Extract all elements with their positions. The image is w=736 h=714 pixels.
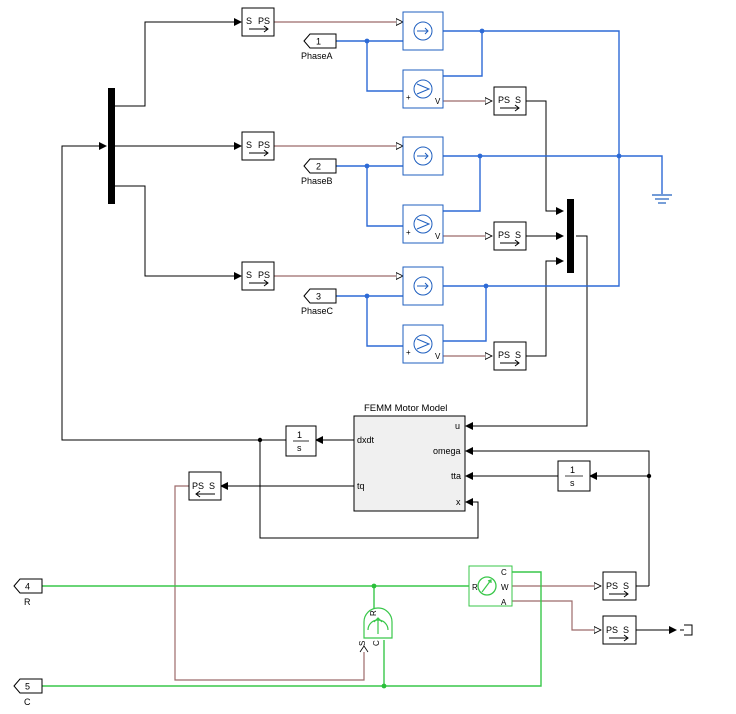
svg-text:S: S bbox=[246, 140, 252, 150]
pss-converter-a[interactable]: PS S bbox=[493, 86, 527, 116]
inport-phasea[interactable]: 1 PhaseA bbox=[301, 33, 337, 61]
svg-text:R: R bbox=[24, 597, 31, 607]
electrical-wires bbox=[336, 28, 663, 347]
svg-text:C: C bbox=[24, 697, 31, 707]
sps-converter-c[interactable]: S PS bbox=[241, 261, 275, 291]
svg-text:1: 1 bbox=[316, 37, 321, 47]
svg-text:R: R bbox=[369, 610, 378, 616]
inport-phaseb[interactable]: 2 PhaseB bbox=[301, 158, 337, 186]
svg-text:S: S bbox=[515, 230, 521, 240]
svg-text:PS: PS bbox=[258, 16, 270, 26]
svg-text:S: S bbox=[246, 16, 252, 26]
svg-text:4: 4 bbox=[25, 582, 30, 592]
svg-text:PS: PS bbox=[258, 140, 270, 150]
demux-block[interactable] bbox=[108, 88, 115, 204]
svg-text:2: 2 bbox=[316, 162, 321, 172]
integrator-dxdt[interactable]: 1 s bbox=[285, 425, 317, 457]
svg-text:+: + bbox=[406, 348, 411, 357]
pss-converter-tq[interactable]: PS S bbox=[188, 471, 222, 501]
svg-text:V: V bbox=[435, 232, 441, 241]
svg-text:u: u bbox=[455, 421, 460, 431]
svg-text:A: A bbox=[501, 598, 507, 607]
svg-text:1: 1 bbox=[570, 465, 575, 475]
torque-source[interactable]: R C S bbox=[358, 607, 393, 653]
svg-text:W: W bbox=[501, 583, 509, 592]
femm-motor-model[interactable]: FEMM Motor Model dxdt tq u omega tta x bbox=[353, 403, 466, 512]
svg-text:PS: PS bbox=[606, 581, 618, 591]
rotational-wires bbox=[42, 571, 542, 689]
svg-text:3: 3 bbox=[316, 292, 321, 302]
svg-text:PS: PS bbox=[498, 230, 510, 240]
svg-text:C: C bbox=[501, 568, 507, 577]
svg-text:+: + bbox=[406, 93, 411, 102]
svg-text:tq: tq bbox=[357, 481, 365, 491]
terminator-block[interactable] bbox=[680, 624, 693, 636]
current-source-a[interactable] bbox=[402, 11, 444, 51]
svg-text:x: x bbox=[456, 497, 461, 507]
voltage-sensor-c[interactable]: + V bbox=[402, 324, 444, 364]
pss-converter-c[interactable]: PS S bbox=[493, 341, 527, 371]
svg-text:5: 5 bbox=[25, 682, 30, 692]
svg-text:tta: tta bbox=[451, 471, 461, 481]
mux-block[interactable] bbox=[567, 199, 574, 273]
pss-converter-w[interactable]: PS S bbox=[602, 571, 637, 601]
voltage-sensor-a[interactable]: + V bbox=[402, 69, 444, 109]
svg-text:PhaseA: PhaseA bbox=[301, 51, 333, 61]
svg-text:R: R bbox=[472, 583, 478, 592]
svg-text:V: V bbox=[435, 97, 441, 106]
sps-converter-a[interactable]: S PS bbox=[241, 7, 275, 37]
svg-text:S: S bbox=[515, 350, 521, 360]
physical-signal-wires bbox=[174, 22, 601, 681]
svg-text:1: 1 bbox=[297, 430, 302, 440]
rotational-motion-sensor[interactable]: R C W A bbox=[468, 565, 513, 607]
svg-text:s: s bbox=[570, 478, 575, 488]
current-source-c[interactable] bbox=[402, 266, 444, 306]
svg-text:S: S bbox=[623, 581, 629, 591]
integrator-omega[interactable]: 1 s bbox=[557, 460, 591, 492]
svg-text:V: V bbox=[435, 352, 441, 361]
svg-text:C: C bbox=[372, 640, 381, 646]
svg-text:dxdt: dxdt bbox=[357, 435, 375, 445]
svg-text:s: s bbox=[297, 443, 302, 453]
svg-text:S: S bbox=[515, 95, 521, 105]
svg-text:S: S bbox=[358, 641, 367, 646]
inport-c[interactable]: 5 C bbox=[13, 678, 43, 707]
svg-text:PS: PS bbox=[192, 481, 204, 491]
svg-text:+: + bbox=[406, 228, 411, 237]
pss-converter-b[interactable]: PS S bbox=[493, 221, 527, 251]
svg-text:PS: PS bbox=[498, 95, 510, 105]
voltage-sensor-b[interactable]: + V bbox=[402, 204, 444, 244]
svg-text:omega: omega bbox=[433, 446, 461, 456]
inport-phasec[interactable]: 3 PhaseC bbox=[301, 288, 337, 316]
signal-wires bbox=[61, 18, 677, 634]
svg-text:PhaseB: PhaseB bbox=[301, 176, 333, 186]
inport-r[interactable]: 4 R bbox=[13, 578, 43, 607]
svg-text:S: S bbox=[209, 481, 215, 491]
svg-text:S: S bbox=[246, 270, 252, 280]
current-source-b[interactable] bbox=[402, 136, 444, 176]
svg-text:PhaseC: PhaseC bbox=[301, 306, 334, 316]
svg-text:PS: PS bbox=[498, 350, 510, 360]
svg-text:FEMM Motor Model: FEMM Motor Model bbox=[364, 403, 447, 414]
pss-converter-a-out[interactable]: PS S bbox=[602, 615, 637, 645]
electrical-ground[interactable] bbox=[652, 194, 672, 204]
svg-text:PS: PS bbox=[606, 625, 618, 635]
sps-converter-b[interactable]: S PS bbox=[241, 131, 275, 161]
svg-text:PS: PS bbox=[258, 270, 270, 280]
svg-text:S: S bbox=[623, 625, 629, 635]
